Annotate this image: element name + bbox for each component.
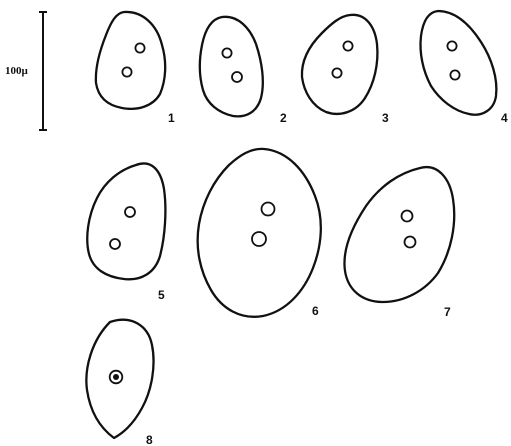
- cell-1: 1: [96, 12, 175, 125]
- cell-1-nucleus: [122, 67, 131, 76]
- cell-4-outline: [420, 11, 496, 115]
- cell-5: 5: [87, 163, 165, 302]
- cell-2: 2: [200, 17, 287, 125]
- cell-4-nucleus: [447, 41, 456, 50]
- scale-bar-label: 100µ: [5, 65, 29, 77]
- cell-7: 7: [344, 167, 454, 319]
- cell-6-nucleus: [262, 203, 275, 216]
- cell-5-nucleus: [125, 207, 135, 217]
- cell-7-nucleus: [402, 211, 413, 222]
- scale-bar: 100µ: [5, 12, 47, 130]
- cell-3-nucleus: [332, 68, 341, 77]
- cell-5-outline: [87, 163, 165, 279]
- cell-3: 3: [302, 15, 389, 125]
- cell-6-nucleus: [252, 232, 266, 246]
- cell-8: 8: [86, 320, 153, 446]
- cell-1-nucleus: [135, 43, 144, 52]
- cell-5-number: 5: [158, 288, 165, 302]
- cell-2-nucleus: [222, 48, 231, 57]
- cell-3-outline: [302, 15, 378, 114]
- cell-8-number: 8: [146, 433, 153, 446]
- cell-7-nucleus: [405, 237, 416, 248]
- cell-1-outline: [96, 12, 165, 109]
- cell-2-outline: [200, 17, 263, 117]
- cell-6: 6: [198, 149, 321, 318]
- cell-7-number: 7: [444, 305, 451, 319]
- cell-8-nucleolus: [113, 374, 119, 380]
- cell-2-number: 2: [280, 111, 287, 125]
- cell-1-number: 1: [168, 111, 175, 125]
- cell-7-outline: [344, 167, 454, 302]
- cell-2-nucleus: [232, 72, 242, 82]
- cell-6-number: 6: [312, 304, 319, 318]
- cell-3-number: 3: [382, 111, 389, 125]
- cell-4-number: 4: [501, 111, 508, 125]
- cell-4: 4: [420, 11, 508, 125]
- cell-5-nucleus: [110, 239, 120, 249]
- cell-4-nucleus: [450, 70, 459, 79]
- cell-3-nucleus: [343, 41, 352, 50]
